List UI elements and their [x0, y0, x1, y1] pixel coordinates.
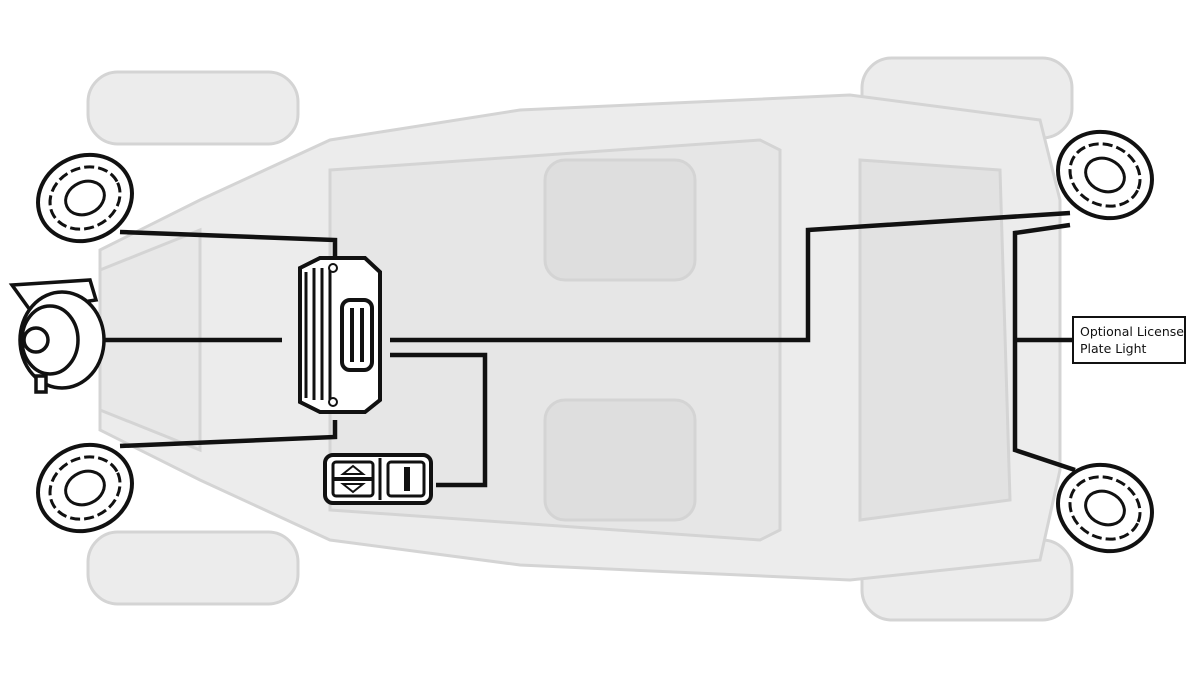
optional-license-plate-light-label: Optional License Plate Light [1072, 316, 1186, 364]
wire-rear-main [390, 210, 1071, 343]
seat-top [543, 158, 697, 282]
wire-switch [390, 352, 488, 488]
tire-front-top [86, 70, 300, 146]
control-switch [323, 453, 433, 505]
label-line-2: Plate Light [1080, 341, 1147, 356]
light-front-bottom [36, 442, 134, 534]
light-rear-bottom [1056, 462, 1154, 554]
light-front-top [36, 152, 134, 244]
wire-front-top-light [119, 229, 338, 256]
tire-front-bottom [86, 530, 300, 606]
controller-module [298, 256, 382, 414]
seat-bottom [543, 398, 697, 522]
horn [8, 278, 106, 394]
wire-front-bottom-light [119, 420, 338, 449]
connector [340, 298, 374, 372]
rear-deck [858, 158, 1012, 522]
light-rear-top [1056, 129, 1154, 221]
label-line-1: Optional License [1080, 324, 1184, 339]
wires [105, 210, 1076, 488]
